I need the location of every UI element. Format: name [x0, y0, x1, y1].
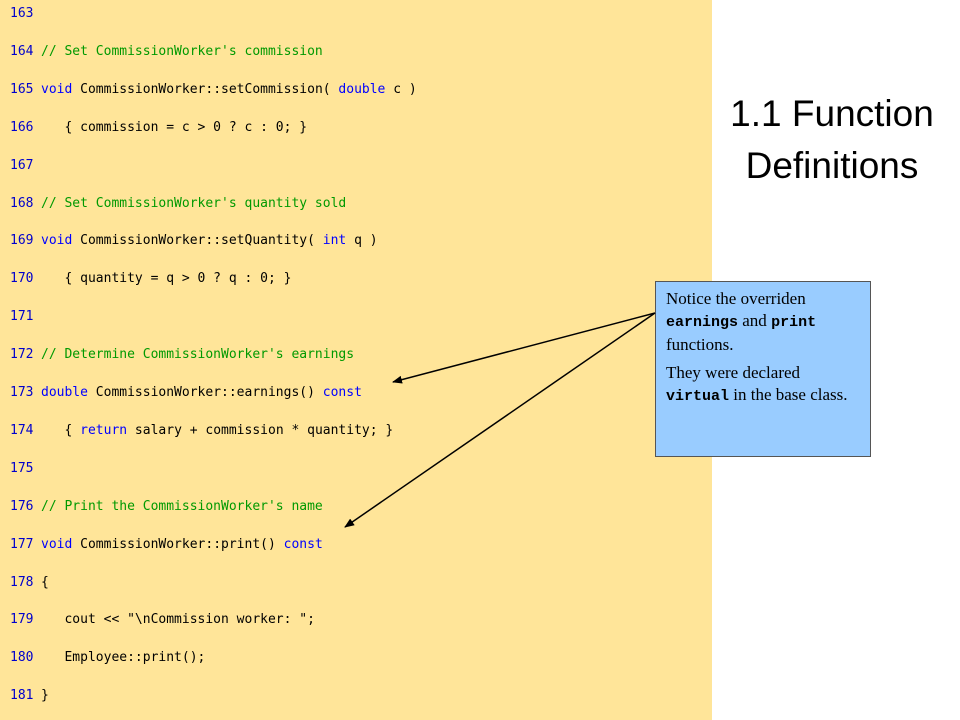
note-text: in the base class.	[729, 385, 848, 404]
code-line-177: 177 void CommissionWorker::print() const	[0, 535, 712, 555]
code-line-167: 167	[0, 156, 712, 176]
line-number: 164	[10, 43, 34, 59]
code-token: { commission = c > 0 ? c : 0; }	[41, 119, 308, 135]
callout-note: Notice the overriden earnings and print …	[655, 281, 871, 457]
code-line-176: 176 // Print the CommissionWorker's name	[0, 497, 712, 517]
line-number: 176	[10, 498, 34, 514]
code-token: CommissionWorker::setQuantity(	[72, 233, 323, 249]
code-token: }	[41, 688, 49, 704]
code-line-168: 168 // Set CommissionWorker's quantity so…	[0, 194, 712, 214]
code-line-172: 172 // Determine CommissionWorker's earni…	[0, 345, 712, 365]
line-number: 163	[10, 6, 34, 21]
code-token: {	[41, 574, 49, 590]
code-line-178: 178 {	[0, 573, 712, 593]
code-line-173: 173 double CommissionWorker::earnings() c…	[0, 383, 712, 403]
code-token: CommissionWorker::setCommission(	[72, 81, 339, 97]
line-number: 169	[10, 233, 34, 249]
code-keyword: void	[41, 536, 73, 552]
slide-title-line-2: Definitions	[745, 145, 919, 186]
code-line-165: 165 void CommissionWorker::setCommission(…	[0, 80, 712, 100]
code-text: // Determine CommissionWorker's earnings	[41, 345, 354, 365]
code-line-174: 174 { return salary + commission * quant…	[0, 421, 712, 441]
code-token: { quantity = q > 0 ? q : 0; }	[41, 271, 292, 287]
slide-title-line-1: 1.1 Function	[730, 93, 934, 134]
line-number: 174	[10, 422, 34, 438]
code-text: {	[41, 573, 49, 593]
code-line-166: 166 { commission = c > 0 ? c : 0; }	[0, 118, 712, 138]
note-text: functions.	[666, 335, 734, 354]
line-number: 177	[10, 536, 34, 552]
code-comment: // Set CommissionWorker's commission	[41, 43, 323, 59]
code-text: { return salary + commission * quantity;…	[41, 421, 393, 441]
note-text: and	[738, 311, 772, 330]
code-text: void CommissionWorker::print() const	[41, 535, 323, 555]
code-text: double CommissionWorker::earnings() cons…	[41, 383, 362, 403]
code-token: CommissionWorker::print()	[72, 536, 284, 552]
note-code-print: print	[771, 314, 817, 331]
code-comment: // Set CommissionWorker's quantity sold	[41, 195, 347, 211]
code-keyword: const	[283, 536, 323, 552]
callout-paragraph-2: They were declared virtual in the base c…	[666, 362, 864, 408]
code-listing: 163 164 // Set CommissionWorker's commissi…	[0, 0, 712, 720]
line-number: 171	[10, 309, 34, 325]
code-keyword: return	[80, 422, 128, 438]
line-number: 173	[10, 385, 34, 400]
code-text: { quantity = q > 0 ? q : 0; }	[41, 269, 291, 289]
code-line-180: 180 Employee::print();	[0, 648, 712, 668]
code-keyword: double	[41, 385, 88, 400]
note-code-earnings: earnings	[666, 314, 739, 331]
code-token: {	[41, 422, 81, 438]
code-line-163: 163	[0, 4, 712, 24]
code-line-175: 175	[0, 459, 712, 479]
code-text: void CommissionWorker::setQuantity( int …	[41, 231, 378, 251]
note-text: Notice the overriden	[666, 289, 806, 308]
line-number: 170	[10, 271, 34, 287]
slide-title: 1.1 Function Definitions	[712, 88, 952, 192]
code-keyword: void	[41, 233, 73, 249]
code-comment: // Determine CommissionWorker's earnings	[41, 347, 355, 363]
code-token: cout << "\nCommission worker: ";	[41, 612, 315, 628]
note-code-virtual: virtual	[666, 388, 730, 405]
code-line-170: 170 { quantity = q > 0 ? q : 0; }	[0, 269, 712, 289]
callout-paragraph-1: Notice the overriden earnings and print …	[666, 288, 864, 356]
line-number: 181	[10, 688, 34, 704]
code-text: // Set CommissionWorker's quantity sold	[41, 194, 346, 214]
code-line-164: 164 // Set CommissionWorker's commission	[0, 42, 712, 62]
code-line-171: 171	[0, 307, 712, 327]
code-keyword: double	[338, 81, 386, 97]
code-token: salary + commission * quantity; }	[127, 422, 394, 438]
code-token: c )	[385, 81, 417, 97]
code-token: CommissionWorker::earnings()	[87, 385, 323, 400]
line-number: 178	[10, 574, 34, 590]
code-line-179: 179 cout << "\nCommission worker: ";	[0, 610, 712, 630]
code-line-181: 181}	[0, 686, 712, 706]
line-number: 175	[10, 460, 34, 476]
code-comment: // Print the CommissionWorker's name	[41, 498, 323, 514]
code-keyword: int	[322, 233, 347, 249]
code-text: }	[41, 686, 49, 706]
code-line-169: 169 void CommissionWorker::setQuantity( i…	[0, 231, 712, 251]
code-token: q )	[346, 233, 378, 249]
code-text: // Set CommissionWorker's commission	[41, 42, 323, 62]
line-number: 168	[10, 195, 34, 211]
line-number: 166	[10, 119, 34, 135]
line-number: 165	[10, 81, 34, 97]
code-text: { commission = c > 0 ? c : 0; }	[41, 118, 307, 138]
code-keyword: const	[322, 385, 362, 400]
note-text: They were declared	[666, 363, 801, 382]
line-number: 172	[10, 347, 34, 363]
code-keyword: void	[41, 81, 73, 97]
line-number: 180	[10, 650, 34, 666]
code-text: cout << "\nCommission worker: ";	[41, 610, 315, 630]
line-number: 167	[10, 157, 34, 173]
code-text: // Print the CommissionWorker's name	[41, 497, 323, 517]
code-text: void CommissionWorker::setCommission( do…	[41, 80, 417, 100]
code-text: Employee::print();	[41, 648, 205, 668]
line-number: 179	[10, 612, 34, 628]
code-token: Employee::print();	[41, 650, 206, 666]
